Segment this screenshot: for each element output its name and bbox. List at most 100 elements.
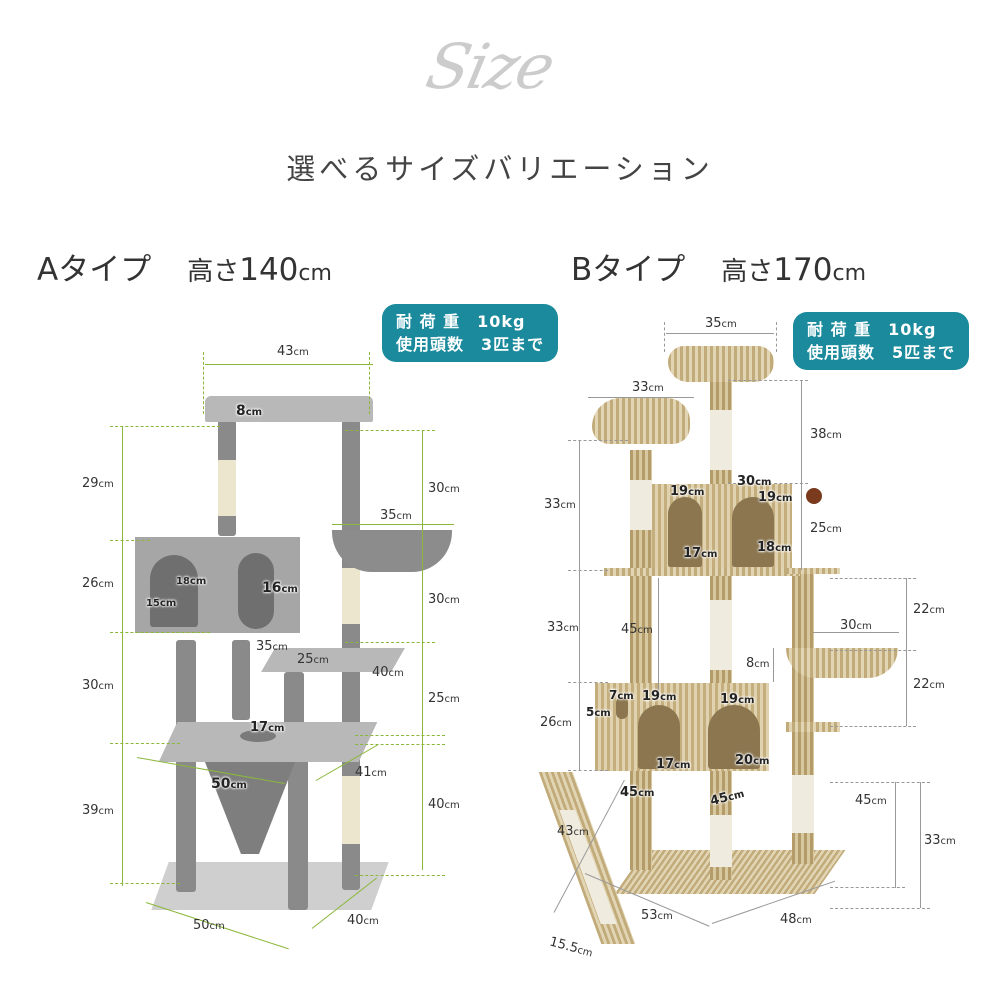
a-dim-guide (110, 743, 180, 744)
b-dim-lower-hole2-depth: 20cm (735, 753, 770, 768)
b-dim-guide (568, 570, 608, 571)
b-dim-line (579, 440, 580, 770)
b-dim-guide (568, 770, 608, 771)
b-dim-lower-box-width: 45cm (620, 785, 655, 800)
b-dim-line (801, 380, 802, 570)
b-dim-guide (728, 483, 808, 484)
a-dim-guide (203, 352, 204, 414)
b-upper-hole (668, 497, 702, 567)
b-dim-line (895, 782, 896, 888)
a-mid-hole (240, 730, 276, 742)
b-dim-ramp-width: 15.5cm (547, 934, 594, 960)
a-dim-guide (345, 642, 435, 643)
b-ball-toy (806, 488, 822, 504)
b-dim-upper-hole1-depth: 17cm (683, 546, 718, 561)
a-dim-right-h4: 40cm (428, 797, 460, 812)
b-dim-window-width: 5cm (586, 705, 611, 719)
a-dim-guide (355, 735, 445, 736)
a-dim-line (122, 426, 123, 886)
a-dim-top-depth: 8cm (236, 403, 263, 419)
a-dim-guide (110, 883, 180, 884)
b-dim-guide (830, 578, 916, 579)
a-hammock (332, 530, 452, 572)
a-dim-mid-width: 50cm (211, 776, 247, 792)
b-dim-hammock-right2: 22cm (913, 677, 945, 692)
a-dim-box-hole-width: 15cm (146, 598, 177, 609)
a-top-perch (205, 396, 373, 422)
b-dim-hammock-right1: 22cm (913, 602, 945, 617)
b-sisal (710, 410, 732, 470)
a-dim-step-width: 25cm (297, 652, 329, 667)
b-dim-guide (568, 440, 628, 441)
a-dim-line (422, 430, 423, 870)
type-b-load-capacity: 耐 荷 重 10kg (807, 320, 937, 339)
a-dim-guide (345, 430, 435, 431)
a-dim-left-h3: 30cm (82, 678, 114, 693)
b-dim-upper-hole1-width: 19cm (670, 484, 705, 499)
a-dim-base-width: 50cm (193, 918, 225, 933)
type-b-capacity-badge: 耐 荷 重 10kg 使用頭数 5匹まで (793, 312, 970, 370)
a-dim-right-h1: 30cm (428, 481, 460, 496)
b-dim-guide (830, 650, 916, 651)
b-dim-line (773, 648, 774, 682)
a-dim-step-depth: 40cm (372, 665, 404, 680)
b-dim-line (588, 397, 694, 398)
b-dim-guide (830, 887, 905, 888)
a-dim-hammock-width: 35cm (380, 508, 412, 523)
b-dim-lower-hole2: 19cm (720, 692, 755, 707)
b-dim-guide (830, 908, 930, 909)
b-dim-left-h1: 33cm (544, 497, 576, 512)
size-variation-subtitle: 選べるサイズバリエーション (286, 152, 714, 186)
type-a-title: Aタイプ高さ140cm (37, 244, 332, 289)
a-post (232, 640, 250, 720)
b-second-perch (592, 398, 690, 444)
a-dim-guide (355, 744, 445, 745)
a-dim-right-h3: 25cm (428, 691, 460, 706)
type-b-cat-count: 使用頭数 5匹まで (807, 343, 956, 362)
a-dim-line (205, 364, 373, 365)
a-dim-left-h1: 29cm (82, 476, 114, 491)
type-a-load-capacity: 耐 荷 重 10kg (396, 312, 526, 331)
b-dim-guide (728, 380, 808, 381)
b-dim-line (666, 333, 774, 334)
b-dim-line (658, 578, 659, 693)
a-condo-hole (238, 553, 274, 629)
a-dim-right-h2: 30cm (428, 592, 460, 607)
b-dim-ramp-length: 43cm (557, 824, 589, 839)
a-dim-box-hole-height: 18cm (176, 576, 207, 587)
type-a-height: 高さ140cm (187, 252, 332, 288)
b-dim-upper-box-width: 30cm (737, 474, 772, 489)
a-dim-guide (110, 540, 150, 541)
b-dim-line (813, 632, 899, 633)
b-dim-top-width: 35cm (705, 316, 737, 331)
a-dim-guide (355, 875, 445, 876)
b-dim-guide (776, 322, 777, 352)
b-dim-base-width: 53cm (641, 908, 673, 923)
a-dim-top-width: 43cm (277, 344, 309, 359)
type-b-cat-tree-illustration: 35cm 33cm 38cm 25cm 33cm 33cm 26cm 19cm … (500, 0, 1000, 1000)
type-b-title: Bタイプ高さ170cm (571, 244, 866, 289)
a-dim-left-h2: 26cm (82, 576, 114, 591)
a-dim-mid-hole: 17cm (250, 720, 285, 735)
a-dim-base-depth: 40cm (347, 913, 379, 928)
b-dim-line (920, 782, 921, 908)
a-dim-box-hole2-height: 16cm (262, 580, 298, 596)
type-a-capacity-badge: 耐 荷 重 10kg 使用頭数 3匹まで (382, 304, 559, 362)
b-dim-guide (568, 682, 608, 683)
type-a-cat-tree-illustration: 43cm 8cm 29cm 26cm 30cm 39cm 30cm 30cm 2… (82, 344, 460, 950)
a-dim-guide (110, 632, 210, 633)
a-dim-line (332, 524, 454, 525)
b-dim-base-depth: 48cm (780, 912, 812, 927)
b-dim-right-h2: 25cm (810, 521, 842, 536)
b-dim-left-h2: 33cm (547, 620, 579, 635)
b-lower-window (616, 697, 628, 719)
b-top-perch (668, 346, 774, 382)
b-small-step (786, 722, 840, 732)
b-mid-platform-ext (786, 568, 840, 574)
a-sisal (342, 776, 360, 844)
b-dim-mid-45: 45cm (621, 622, 653, 637)
b-upper-hole (732, 497, 774, 567)
b-dim-guide (830, 782, 930, 783)
b-dim-guide (830, 726, 916, 727)
b-dim-guide (664, 322, 665, 352)
